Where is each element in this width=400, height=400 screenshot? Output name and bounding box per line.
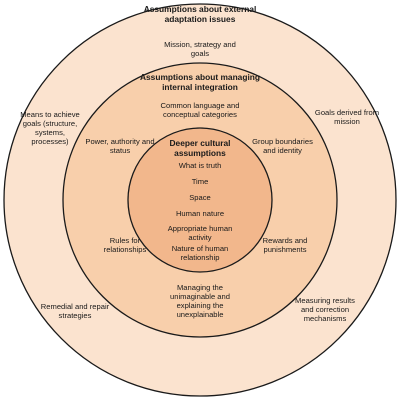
inner-circle-title: Deeper cultural assumptions <box>169 138 231 158</box>
inner-item-truth: What is truth <box>178 161 222 170</box>
inner-item-space: Space <box>189 193 211 202</box>
middle-ring-title: Assumptions about managing internal inte… <box>139 72 261 92</box>
outer-item-goals-derived: Goals derived from mission <box>314 108 380 127</box>
middle-item-group-boundaries: Group boundaries and identity <box>252 137 313 156</box>
middle-item-power: Power, authority and status <box>85 137 155 156</box>
outer-item-measuring: Measuring results and correction mechani… <box>295 296 355 324</box>
outer-item-means: Means to achieve goals (structure, syste… <box>20 110 80 147</box>
middle-item-common-language: Common language and conceptual categorie… <box>160 101 240 120</box>
inner-circle <box>127 127 273 273</box>
inner-item-time: Time <box>191 177 209 186</box>
middle-item-rules: Rules for relationships <box>103 236 147 255</box>
inner-item-activity: Appropriate human activity <box>167 224 233 243</box>
outer-item-mission: Mission, strategy and goals <box>164 40 236 59</box>
inner-item-human-nature: Human nature <box>175 209 225 218</box>
inner-item-relationship: Nature of human relationship <box>171 244 229 263</box>
outer-item-remedial: Remedial and repair strategies <box>40 302 110 321</box>
middle-item-rewards: Rewards and punishments <box>262 236 308 255</box>
middle-item-managing: Managing the unimaginable and explaining… <box>170 283 230 320</box>
outer-ring-title: Assumptions about external adaptation is… <box>143 4 257 24</box>
